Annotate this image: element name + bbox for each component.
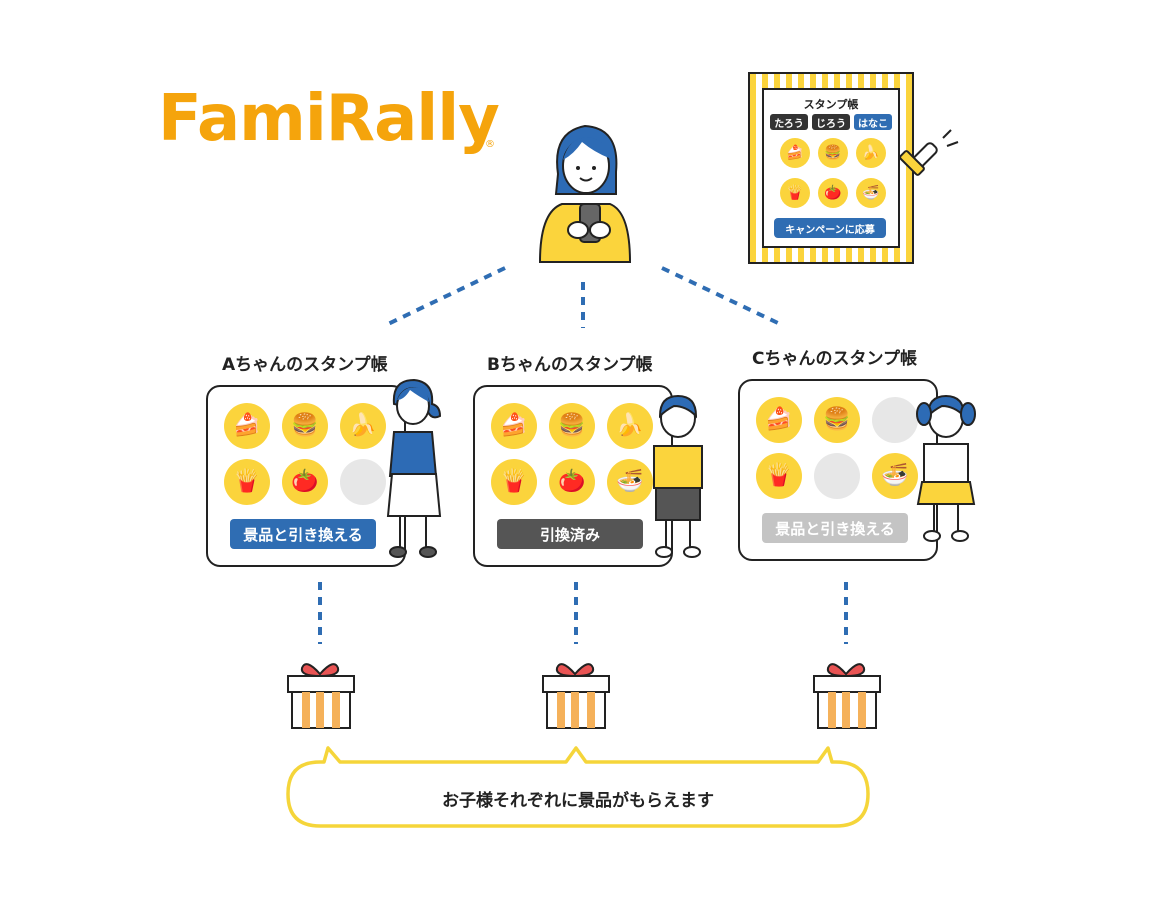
child-b-label: Bちゃんのスタンプ帳	[487, 355, 653, 375]
stamp-book-title: スタンプ帳	[803, 98, 859, 111]
stamp-fries-icon: 🍟	[756, 453, 802, 499]
child-a-illustration	[386, 378, 442, 558]
stamp-empty-slot	[340, 459, 386, 505]
stamp-fries-icon: 🍟	[491, 459, 537, 505]
stamp-empty-slot	[814, 453, 860, 499]
parent-with-phone-illustration	[538, 124, 632, 263]
mini-stamp-grid: 🍰 🍔 🍌 🍟 🍅 🍜	[780, 138, 886, 208]
gift-icon	[287, 663, 355, 729]
child-c-stamp-card: 🍰 🍔 🍟 🍜 景品と引き換える	[738, 379, 938, 561]
mini-stamp-burger-icon: 🍔	[818, 138, 848, 168]
tab-jiro[interactable]: じろう	[812, 114, 850, 130]
child-c-label: Cちゃんのスタンプ帳	[752, 349, 917, 369]
parent-connector-lines	[387, 266, 781, 328]
stamp-noodle-icon: 🍜	[872, 453, 918, 499]
brand-logo: FamiRally	[158, 82, 500, 156]
stamp-book-tabs: たろう じろう はなこ	[770, 114, 892, 130]
tab-hanako[interactable]: はなこ	[854, 114, 892, 130]
child-b-stamp-grid: 🍰 🍔 🍌 🍟 🍅 🍜	[491, 403, 653, 505]
gift-icon	[813, 663, 881, 729]
child-c-stamp-grid: 🍰 🍔 🍟 🍜	[756, 397, 918, 499]
mini-stamp-banana-icon: 🍌	[856, 138, 886, 168]
bubble-text: お子様それぞれに景品がもらえます	[442, 791, 714, 811]
stamp-tomato-icon: 🍅	[282, 459, 328, 505]
stamp-cake-icon: 🍰	[224, 403, 270, 449]
child-b-stamp-card: 🍰 🍔 🍌 🍟 🍅 🍜 引換済み	[473, 385, 673, 567]
mini-stamp-noodle-icon: 🍜	[856, 178, 886, 208]
stamp-cake-icon: 🍰	[756, 397, 802, 443]
child-a-stamp-card: 🍰 🍔 🍌 🍟 🍅 景品と引き換える	[206, 385, 406, 567]
gift-icon	[542, 663, 610, 729]
child-c-redeem-button-disabled[interactable]: 景品と引き換える	[762, 513, 908, 543]
stamp-book-app-card: スタンプ帳 たろう じろう はなこ 🍰 🍔 🍌 🍟 🍅 🍜 キャンペーンに応募	[748, 72, 914, 264]
child-a-stamp-grid: 🍰 🍔 🍌 🍟 🍅	[224, 403, 386, 505]
child-a-redeem-button[interactable]: 景品と引き換える	[230, 519, 376, 549]
stamp-banana-icon: 🍌	[607, 403, 653, 449]
child-b-redeemed-button[interactable]: 引換済み	[497, 519, 643, 549]
registered-mark: ®	[485, 139, 495, 150]
child-b-illustration	[653, 394, 703, 558]
stamp-fries-icon: 🍟	[224, 459, 270, 505]
stamp-tomato-icon: 🍅	[549, 459, 595, 505]
child-a-label: Aちゃんのスタンプ帳	[222, 355, 388, 375]
stamp-tool-icon	[899, 129, 959, 176]
stamp-cake-icon: 🍰	[491, 403, 537, 449]
tab-taro[interactable]: たろう	[770, 114, 808, 130]
stamp-noodle-icon: 🍜	[607, 459, 653, 505]
gift-connector-lines	[318, 582, 848, 644]
mini-stamp-tomato-icon: 🍅	[818, 178, 848, 208]
child-c-illustration	[916, 394, 976, 542]
stamp-banana-icon: 🍌	[340, 403, 386, 449]
stamp-empty-slot	[872, 397, 918, 443]
mini-stamp-cake-icon: 🍰	[780, 138, 810, 168]
stamp-burger-icon: 🍔	[549, 403, 595, 449]
mini-stamp-fries-icon: 🍟	[780, 178, 810, 208]
stamp-book-screen: スタンプ帳 たろう じろう はなこ 🍰 🍔 🍌 🍟 🍅 🍜 キャンペーンに応募	[762, 88, 900, 248]
stamp-burger-icon: 🍔	[814, 397, 860, 443]
apply-campaign-button[interactable]: キャンペーンに応募	[774, 218, 886, 238]
speech-bubble	[286, 746, 870, 828]
stamp-burger-icon: 🍔	[282, 403, 328, 449]
